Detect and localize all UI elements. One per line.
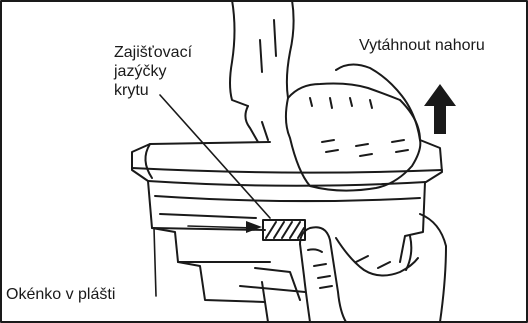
housing-base [148,181,425,322]
tabs-label-line-2: jazýčky [114,62,192,81]
window-label: Okénko v plášti [4,285,117,304]
window-leader-line [188,226,255,228]
upper-hand [230,0,420,191]
latch-tab [263,220,305,240]
tabs-label: Zajišťovací jazýčky krytu [114,43,192,100]
lower-hand [300,214,446,322]
tabs-label-line-1: Zajišťovací [114,43,192,62]
cover-plate [132,140,442,186]
tabs-label-line-3: krytu [114,81,192,100]
up-arrow-icon [424,84,456,134]
window-pointer-line [154,228,156,296]
leader-arrow-icon [246,221,262,233]
pull-up-label: Vytáhnout nahoru [357,36,487,55]
